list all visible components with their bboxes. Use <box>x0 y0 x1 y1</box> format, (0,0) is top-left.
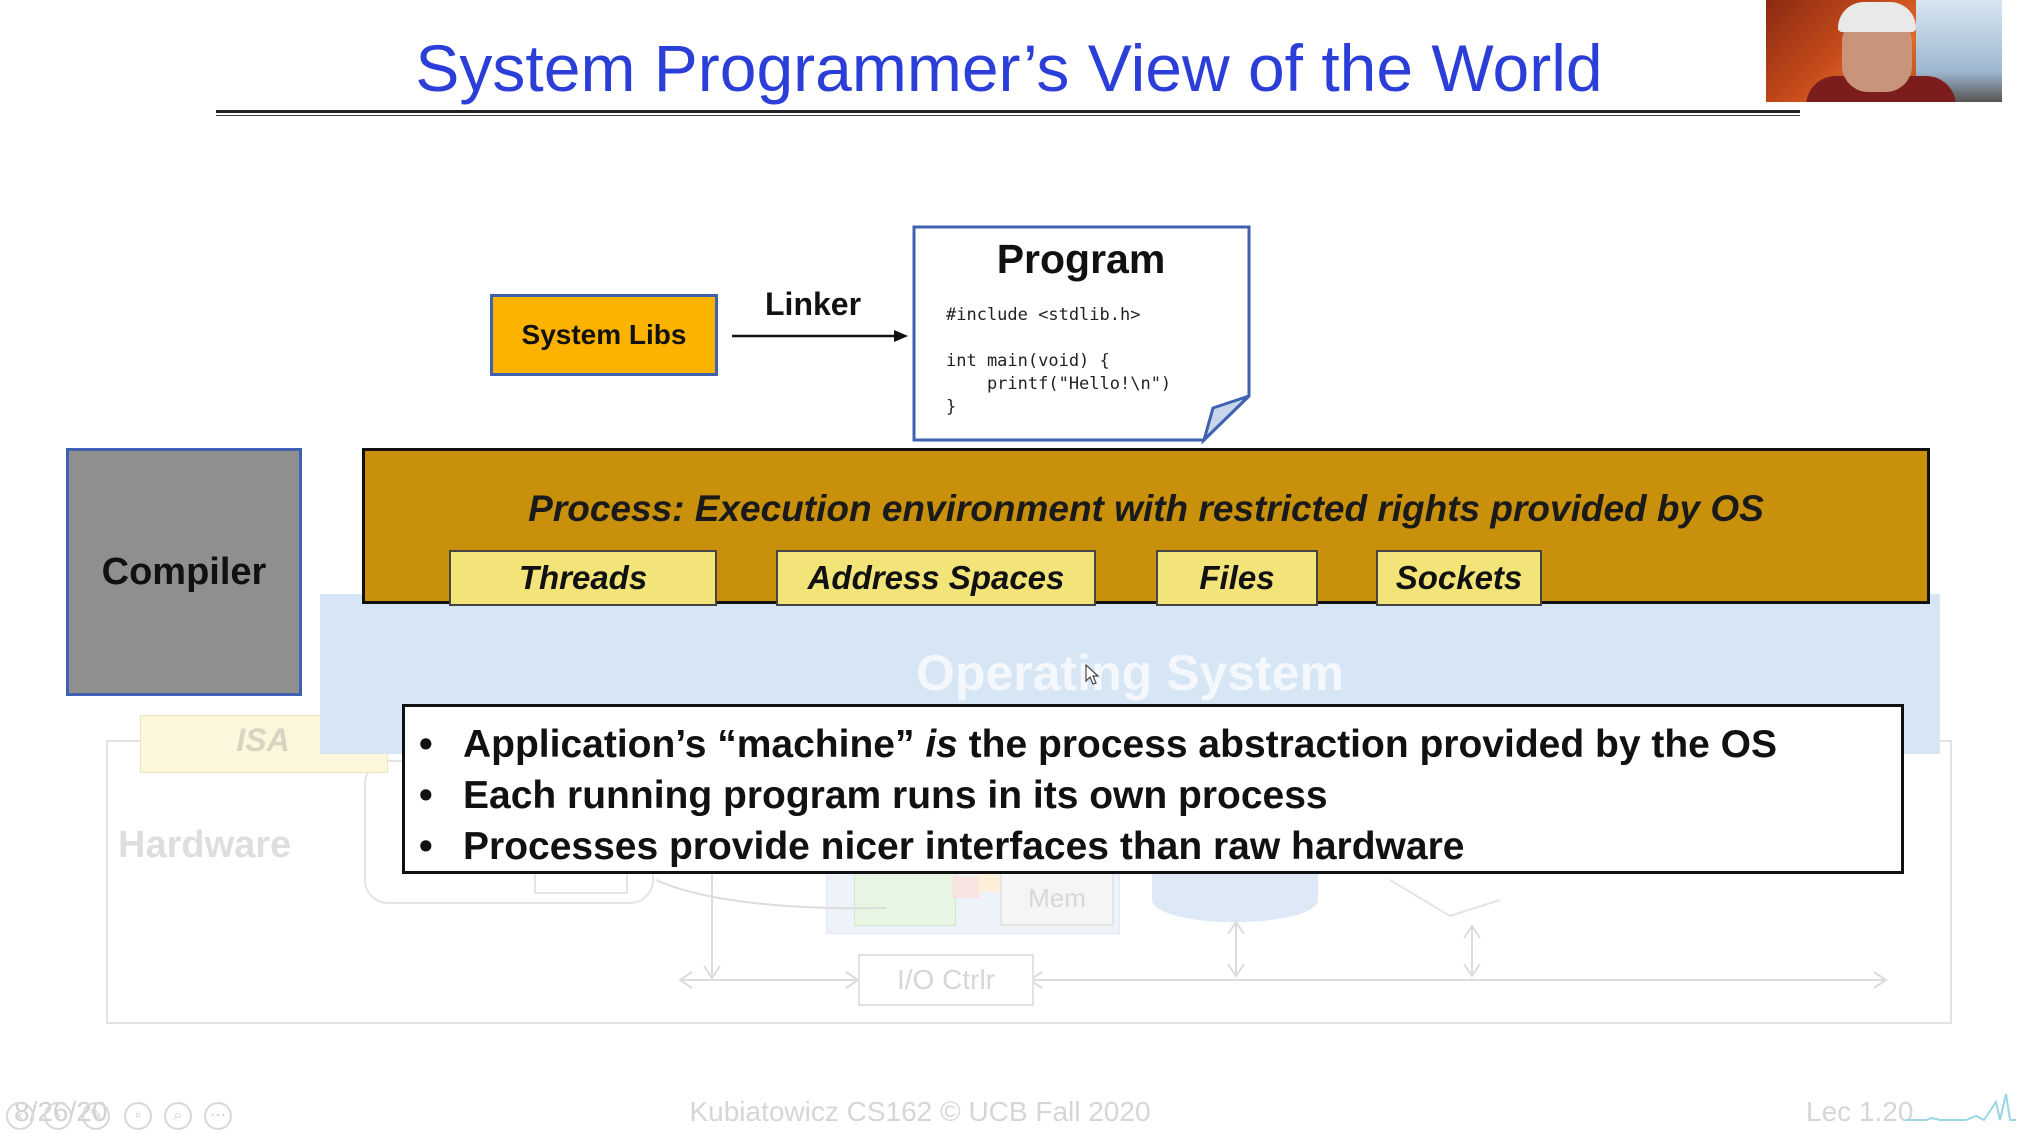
process-item-label: Files <box>1199 559 1275 596</box>
process-item-label: Address Spaces <box>807 559 1065 596</box>
bullet-dot-icon: • <box>419 774 433 817</box>
footer-credit: Kubiatowicz CS162 © UCB Fall 2020 <box>689 1096 1151 1127</box>
process-item-label: Sockets <box>1395 559 1523 596</box>
mouse-cursor-icon <box>1085 664 1100 685</box>
hardware-orange-block <box>978 872 1000 892</box>
system-libs-box: System Libs <box>490 294 718 376</box>
footer-lecture-number: Lec 1.20 <box>1806 1096 1914 1127</box>
bullet-item: • Each running program runs in its own p… <box>419 770 1901 821</box>
bullet-item: • Processes provide nicer interfaces tha… <box>419 821 1901 872</box>
process-item-threads: Threads <box>449 550 717 606</box>
process-label: Process: Execution environment with rest… <box>528 488 1764 529</box>
compiler-label: Compiler <box>101 550 267 593</box>
pen-icon[interactable]: ✎ <box>82 1102 110 1130</box>
process-item-sockets: Sockets <box>1376 550 1542 606</box>
next-slide-icon[interactable]: › <box>44 1102 72 1130</box>
program-title: Program <box>996 236 1166 282</box>
linker-label: Linker <box>765 286 862 322</box>
bullet-text: Each running program runs in its own pro… <box>463 774 1328 817</box>
bullet-item: • Application’s “machine” is the process… <box>419 719 1901 770</box>
bullet-dot-icon: • <box>419 825 433 868</box>
bullet-box: • Application’s “machine” is the process… <box>402 704 1904 874</box>
presenter-cap <box>1838 2 1916 32</box>
operating-system-label: Operating System <box>916 645 1344 701</box>
program-code: #include <stdlib.h> int main(void) { pri… <box>946 305 1172 417</box>
more-options-icon[interactable]: ⋯ <box>204 1102 232 1130</box>
bullet-dot-icon: • <box>419 723 433 766</box>
hardware-pink-block <box>952 876 980 898</box>
process-item-label: Threads <box>518 559 648 596</box>
hardware-label: Hardware <box>118 824 292 866</box>
system-libs-label: System Libs <box>521 319 687 350</box>
bullet-text: Application’s “machine” is the process a… <box>463 723 1778 766</box>
compiler-box: Compiler <box>66 448 302 696</box>
title-underline-thin <box>216 115 1800 116</box>
linker-arrow-icon <box>732 330 908 342</box>
zoom-icon[interactable]: ⌕ <box>164 1102 192 1130</box>
title-underline <box>216 110 1800 113</box>
previous-slide-icon[interactable]: ‹ <box>6 1102 34 1130</box>
program-document <box>912 225 1251 444</box>
slide-title: System Programmer’s View of the World <box>415 31 1603 105</box>
process-item-address-spaces: Address Spaces <box>776 550 1096 606</box>
bullet-text: Processes provide nicer interfaces than … <box>463 825 1465 868</box>
hardware-io-controller: I/O Ctrlr <box>858 954 1034 1006</box>
process-item-files: Files <box>1156 550 1318 606</box>
slides-icon[interactable]: ▫ <box>124 1102 152 1130</box>
audio-level-icon <box>1906 1093 2016 1122</box>
isa-label: ISA <box>236 722 290 758</box>
presenter-webcam <box>1766 0 2002 102</box>
